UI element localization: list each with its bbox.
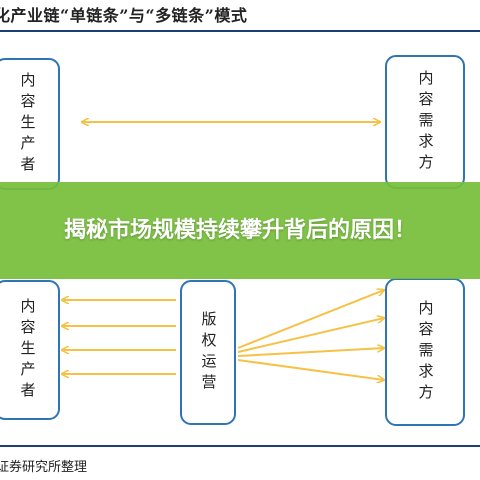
copyright-operation-label: 版权运营 bbox=[199, 310, 218, 395]
arrow-right-2 bbox=[237, 318, 384, 353]
figure-title: 化产业链“单链条”与“多链条”模式 bbox=[0, 6, 248, 25]
banner-headline: 揭秘市场规模持续攀升背后的原因！ bbox=[63, 217, 416, 243]
top-rule bbox=[0, 30, 480, 32]
bottom-content-demander-label: 内容需求方 bbox=[416, 299, 435, 405]
bottom-content-producer-box: 内容生产者 bbox=[0, 280, 60, 420]
arrow-right-4 bbox=[237, 359, 384, 380]
source-note: 证券研究所整理 bbox=[0, 460, 88, 475]
top-content-demander-label: 内容需求方 bbox=[416, 69, 435, 175]
top-content-producer-box: 内容生产者 bbox=[0, 58, 60, 190]
bottom-content-demander-box: 内容需求方 bbox=[385, 278, 465, 426]
bottom-rule bbox=[0, 445, 480, 447]
arrow-right-1 bbox=[237, 290, 384, 349]
top-content-producer-label: 内容生产者 bbox=[18, 71, 37, 177]
bottom-content-producer-label: 内容生产者 bbox=[18, 297, 37, 403]
headline-banner: 揭秘市场规模持续攀升背后的原因！ bbox=[0, 182, 480, 279]
copyright-operation-box: 版权运营 bbox=[180, 280, 236, 425]
top-content-demander-box: 内容需求方 bbox=[385, 55, 465, 189]
arrow-right-3 bbox=[237, 348, 384, 357]
